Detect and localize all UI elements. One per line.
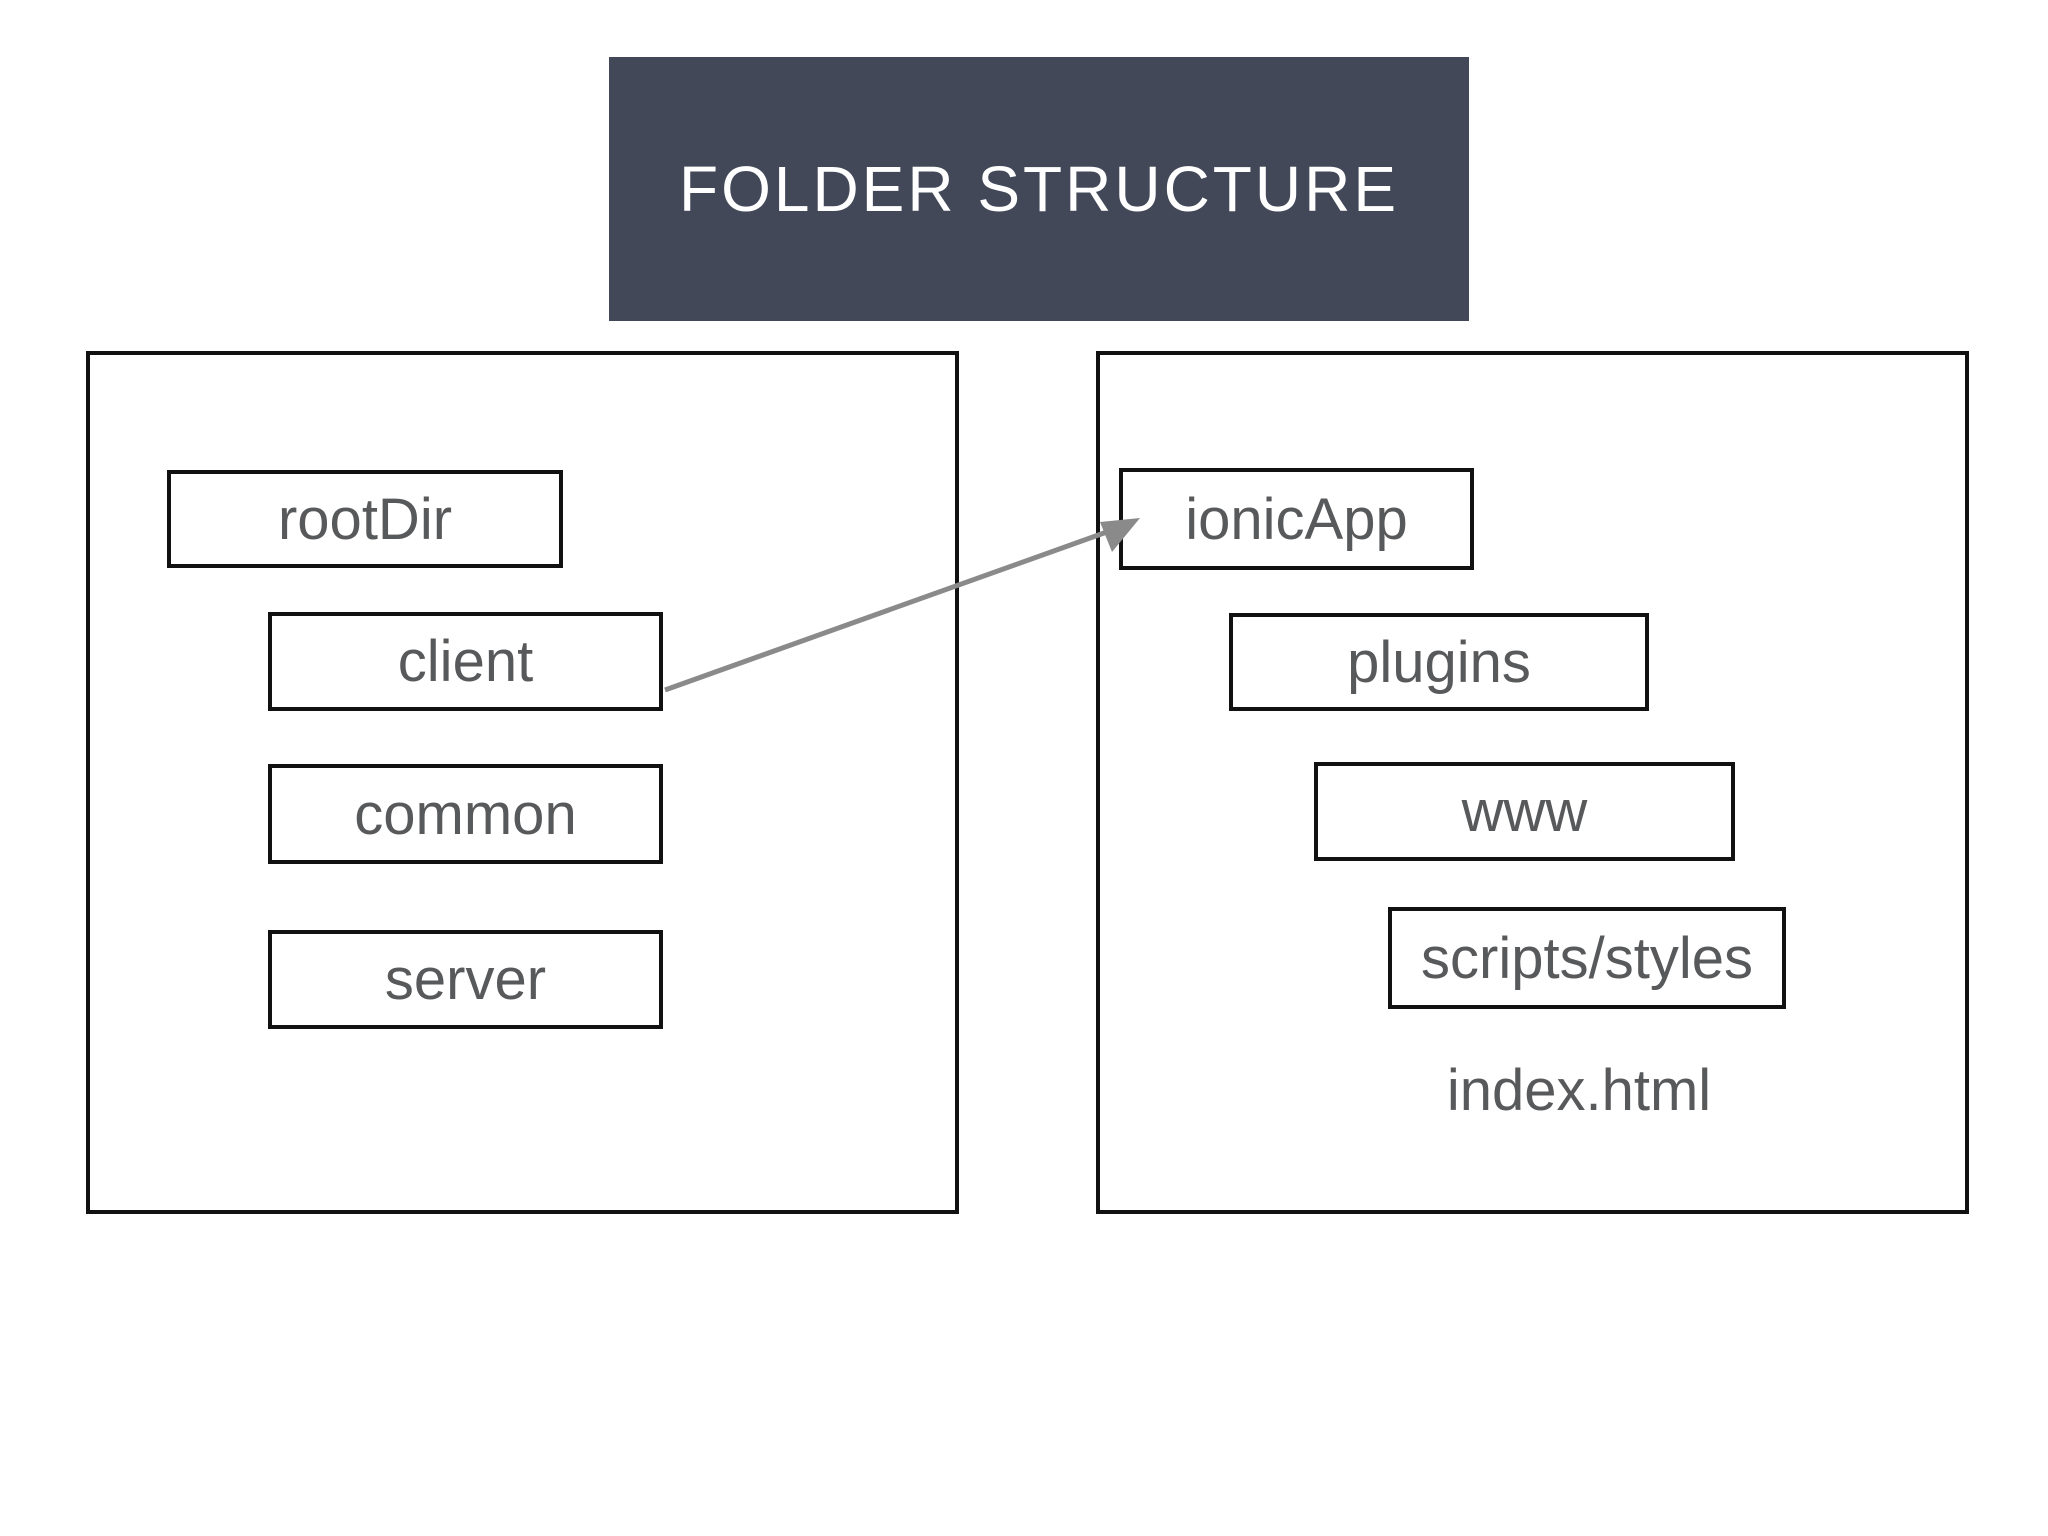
node-common: common <box>268 764 663 864</box>
node-scripts-styles: scripts/styles <box>1388 907 1786 1009</box>
node-server: server <box>268 930 663 1029</box>
node-client-label: client <box>397 629 534 694</box>
node-ionicapp-label: ionicApp <box>1185 486 1408 552</box>
node-common-label: common <box>354 781 577 847</box>
node-rootdir-label: rootDir <box>277 486 453 552</box>
node-index-html-label: index.html <box>1446 1058 1712 1123</box>
node-server-label: server <box>384 947 547 1012</box>
node-www-label: www <box>1461 779 1588 844</box>
node-plugins-label: plugins <box>1347 629 1531 695</box>
left-panel <box>86 351 959 1214</box>
title-banner: FOLDER STRUCTURE <box>609 57 1469 321</box>
node-www: www <box>1314 762 1735 861</box>
right-panel <box>1096 351 1969 1214</box>
node-plugins: plugins <box>1229 613 1649 711</box>
node-client: client <box>268 612 663 711</box>
node-index-html: index.html <box>1380 1043 1778 1138</box>
page-title: FOLDER STRUCTURE <box>678 153 1400 225</box>
node-rootdir: rootDir <box>167 470 563 568</box>
node-ionicapp: ionicApp <box>1119 468 1474 570</box>
node-scripts-styles-label: scripts/styles <box>1421 925 1753 991</box>
